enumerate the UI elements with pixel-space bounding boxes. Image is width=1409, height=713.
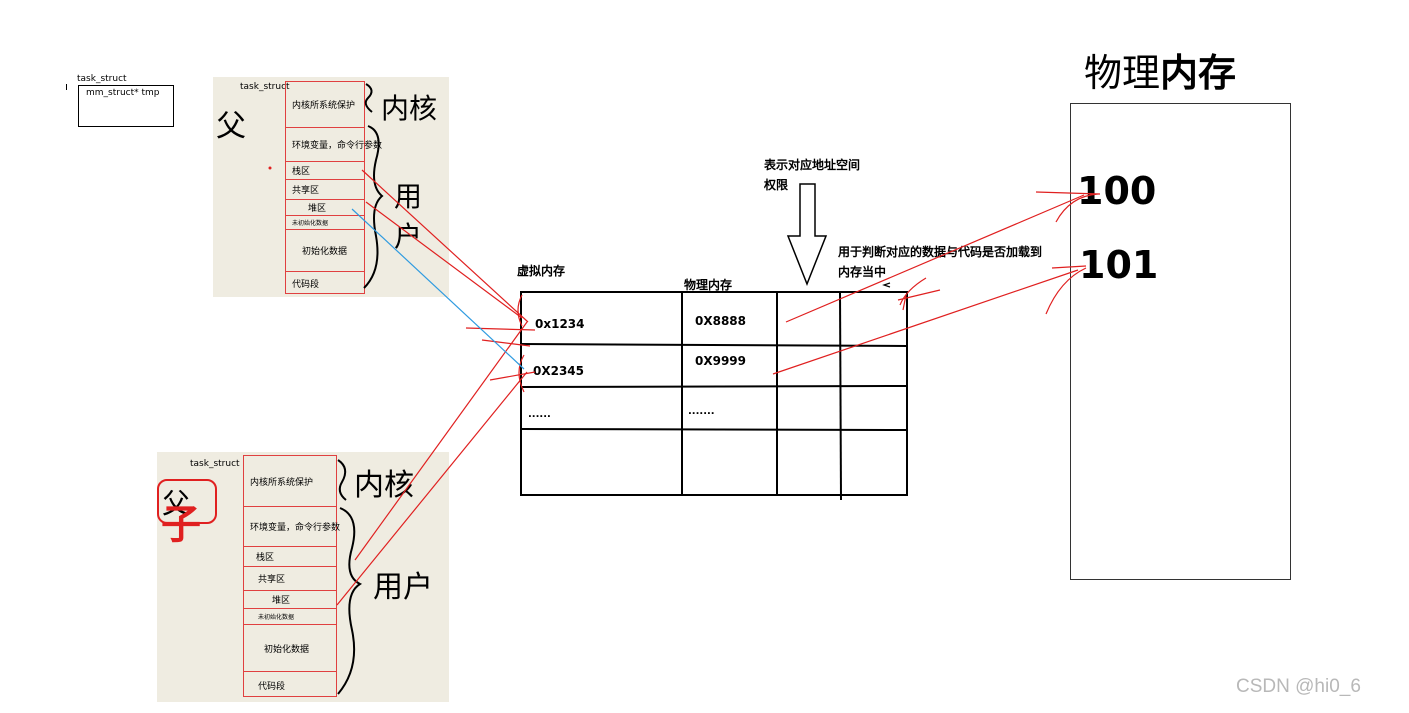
row-line-2 [520,385,908,388]
segment-env: 环境变量，命令行参数 [286,128,382,162]
row-line-1 [520,343,908,347]
child-user-label: 用户 [373,570,433,605]
physical-memory-title-normal: 物理 [1084,51,1161,95]
segment-text: 代码段 [258,681,286,692]
child-overlay-label: 子 [161,502,201,548]
row2-virtual: 0X2345 [533,364,584,378]
physical-address-101: 101 [1079,243,1159,287]
red-bracket-2 [518,354,525,393]
red-bracket-1 [517,294,523,327]
permission-note-line1: 表示对应地址空间 [764,158,861,172]
task-struct-box: task_struct mm_struct* tmp [66,74,181,132]
parent-process-panel: task_struct 父 内核所系统保护 环境变量，命令行参数 栈区 共享区 … [213,77,449,297]
task-struct-field-box: mm_struct* tmp [78,85,174,127]
physical-memory-header: 物理内存 [684,278,733,292]
segment-heap: 堆区 [244,591,336,609]
vaddr-stub-3 [489,371,536,381]
watermark: CSDN @hi0_6 [1236,676,1361,697]
segment-data: 初始化数据 [244,625,336,672]
segment-data: 初始化数据 [286,230,364,272]
child-kernel-label: 内核 [354,468,414,503]
row-line-3 [520,428,908,431]
small-arrow-icon [882,282,891,288]
physical-memory-title-bold: 内存 [1160,51,1237,95]
red-mapping-lines [336,169,1101,606]
child-task-struct-label: task_struct [190,459,240,469]
parent-address-space: 内核所系统保护 环境变量，命令行参数 栈区 共享区 堆区 未初始化数据 初始化数… [285,81,382,294]
child-label-circle [157,479,217,524]
segment-shared: 共享区 [244,567,336,591]
vaddr-stub-1 [465,327,536,331]
child-process-panel: task_struct 父 子 内核所系统保护 环境变量，命令行参数 栈区 共享… [157,452,449,702]
loaded-note-line1: 用于判断对应的数据与代码是否加载到 [838,245,1043,259]
physical-address-100: 100 [1077,169,1157,213]
down-arrow-icon [786,183,828,287]
segment-text: 代码段 [292,280,320,290]
scribble-loaded [897,277,941,311]
row3-virtual: ...... [528,409,551,420]
row3-physical: ....... [688,406,715,417]
segment-bss: 未初始化数据 [286,216,364,230]
permission-note-line2: 权限 [764,178,789,192]
row2-physical: 0X9999 [695,354,746,368]
row1-physical: 0X8888 [695,314,746,328]
vaddr-stub-2 [481,339,531,347]
segment-heap: 堆区 [286,200,364,216]
row1-virtual: 0x1234 [535,317,585,331]
loaded-note-line2: 内存当中 [838,265,887,279]
segment-kernel: 内核所系统保护 [286,82,364,128]
segment-shared: 共享区 [286,180,364,200]
child-address-space: 内核所系统保护 环境变量，命令行参数 栈区 共享区 堆区 未初始化数据 初始化数… [243,455,340,697]
parent-task-struct-label: task_struct [240,82,290,92]
parent-user-label: 用户 [394,180,423,253]
segment-stack: 栈区 [286,162,364,180]
parent-hand-label: 父 [216,109,246,144]
segment-stack: 栈区 [244,547,336,567]
task-struct-box-label: task_struct [77,74,127,84]
task-struct-box-frame [66,84,68,90]
paddr-to-101 [772,269,1079,375]
segment-env: 环境变量，命令行参数 [244,507,340,547]
task-struct-field: mm_struct* tmp [86,88,160,98]
col-line-3 [839,291,842,501]
segment-bss: 未初始化数据 [244,609,336,625]
parent-kernel-label: 内核 [381,92,438,125]
segment-kernel: 内核所系统保护 [244,456,336,507]
virtual-memory-header: 虚拟内存 [517,264,566,278]
physical-memory-title: 物理内存 [1084,42,1236,97]
